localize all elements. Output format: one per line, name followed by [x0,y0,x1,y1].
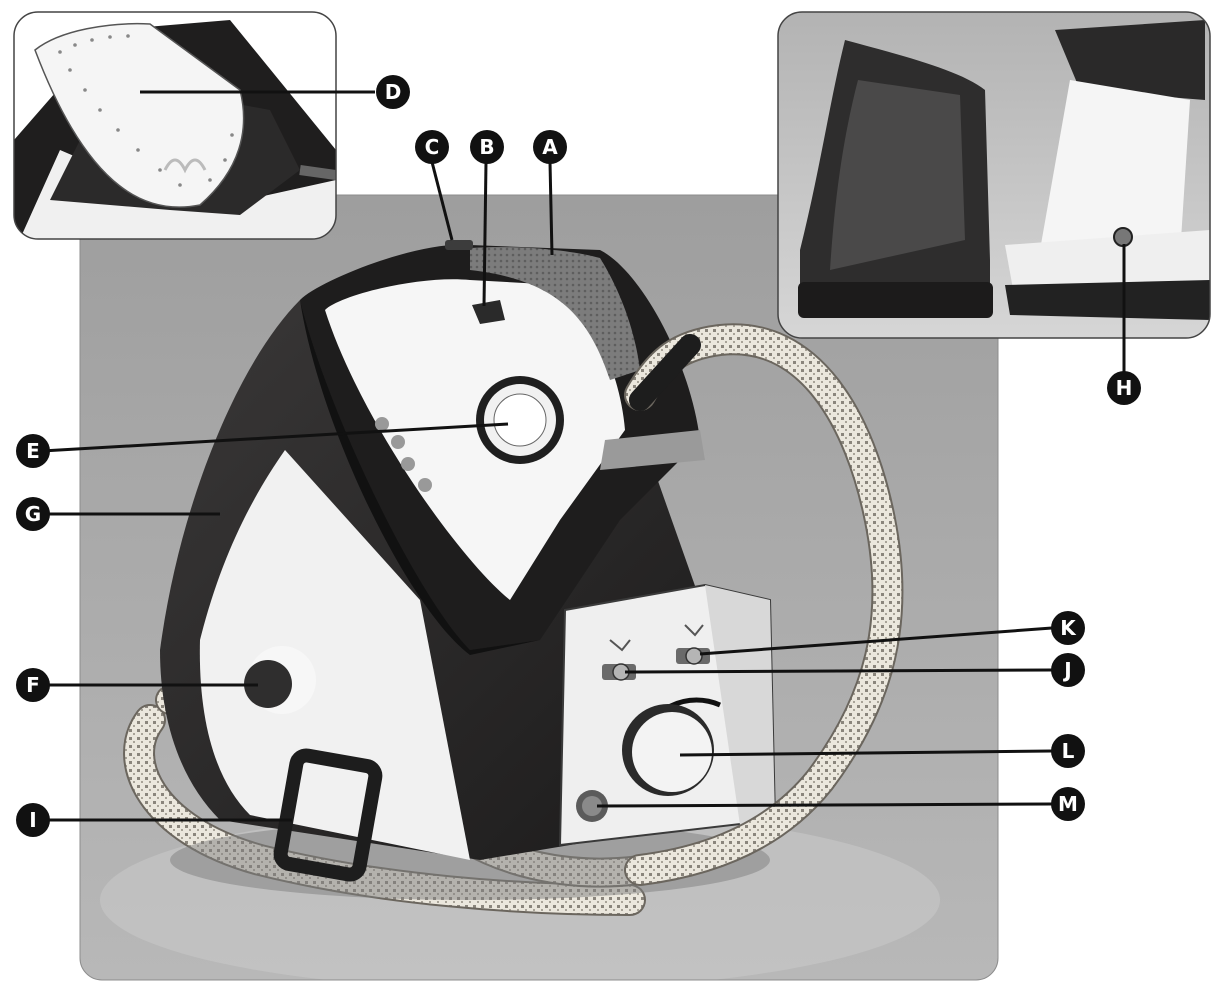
callout-b-label: B [479,135,494,159]
callout-a-label: A [542,135,558,159]
callout-j-label: J [1062,658,1071,682]
main-photo-border [79,194,999,981]
inset-soleplate [14,12,336,239]
callout-m-label: M [1058,792,1078,816]
callout-k-label: K [1060,616,1077,640]
callout-f: F [16,668,50,702]
callout-c-label: C [425,135,440,159]
callout-g-label: G [25,502,41,526]
callout-d: D [376,75,410,109]
callout-j: J [1051,653,1085,687]
callout-k: K [1051,611,1085,645]
leader-lines [41,90,1126,822]
inset-water-tank [778,12,1210,338]
iron [300,240,705,655]
callout-l-label: L [1062,739,1075,763]
inset-d-border [13,11,337,240]
tank-valve [1113,227,1133,247]
callout-e: E [16,434,50,468]
callout-i: I [16,803,50,837]
callout-b: B [470,130,504,164]
callout-h: H [1107,371,1141,405]
callout-g: G [16,497,50,531]
steam-hose-rear [624,323,904,886]
control-panel [576,624,722,822]
fabric-icons [375,417,432,492]
callout-f-label: F [26,673,40,697]
callout-a: A [533,130,567,164]
inset-h-border [777,11,1211,339]
callout-m: M [1051,787,1085,821]
callout-h-label: H [1116,376,1133,400]
callout-d-label: D [385,80,402,104]
callout-c: C [415,130,449,164]
callout-i-label: I [29,808,36,832]
callout-e-label: E [26,439,40,463]
callout-l: L [1051,734,1085,768]
